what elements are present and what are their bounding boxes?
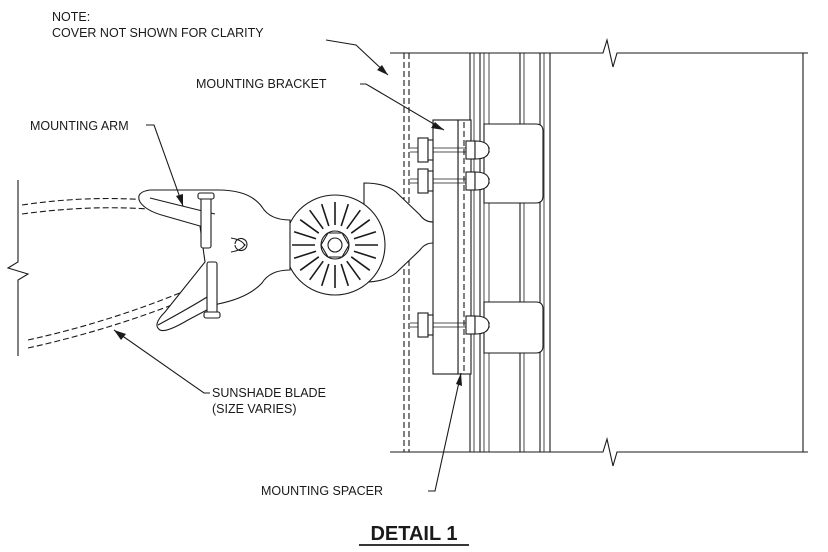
spacer-leader [428, 372, 462, 492]
label-size-varies: (SIZE VARIES) [212, 402, 297, 416]
note-leader [325, 39, 389, 76]
mullion-profile [469, 53, 551, 452]
disc-serrations [292, 202, 378, 288]
label-mounting-arm: MOUNTING ARM [30, 119, 129, 133]
disc-serration [299, 256, 320, 271]
disc-serration [309, 209, 324, 230]
mounting-bracket [432, 119, 459, 375]
bottom-break-line [390, 436, 808, 467]
bolt-assemblies [410, 137, 490, 338]
label-sunshade-blade: SUNSHADE BLADE [212, 386, 326, 400]
bolt-1 [410, 137, 490, 163]
arm-bolt-lower [206, 261, 218, 315]
disc-serration [293, 230, 317, 240]
arm-bolt-upper [200, 195, 212, 249]
disc-serration [320, 263, 330, 287]
arm-leader [146, 124, 184, 207]
label-mounting-bracket: MOUNTING BRACKET [196, 77, 327, 91]
detail-title: DETAIL 1 [370, 523, 457, 545]
note-text: COVER NOT SHOWN FOR CLARITY [52, 26, 264, 40]
top-break-line [390, 37, 808, 68]
bracket-leader [360, 83, 445, 131]
leader-lines [113, 39, 462, 492]
label-mounting-spacer: MOUNTING SPACER [261, 484, 383, 498]
disc-serration [353, 230, 377, 240]
disc-serration [309, 260, 324, 281]
wall-section [390, 37, 808, 467]
disc-serration [350, 256, 371, 271]
disc-serration [320, 203, 330, 227]
disc-serration [340, 203, 350, 227]
disc-serration [346, 209, 361, 230]
disc-serration [299, 219, 320, 234]
note-heading: NOTE: [52, 10, 90, 24]
blade-break-line [6, 180, 30, 356]
upper-clip-tab [483, 123, 544, 204]
disc-serration [353, 250, 377, 260]
disc-serration [340, 263, 350, 287]
pivot-disc [284, 194, 386, 296]
blade-leader [113, 329, 210, 394]
disc-serration [346, 260, 361, 281]
lower-clip-tab [483, 301, 544, 354]
mounting-arm [138, 189, 291, 332]
disc-serration [350, 219, 371, 234]
disc-serration [293, 250, 317, 260]
bolt-3 [410, 312, 490, 338]
bolt-2 [410, 168, 490, 194]
